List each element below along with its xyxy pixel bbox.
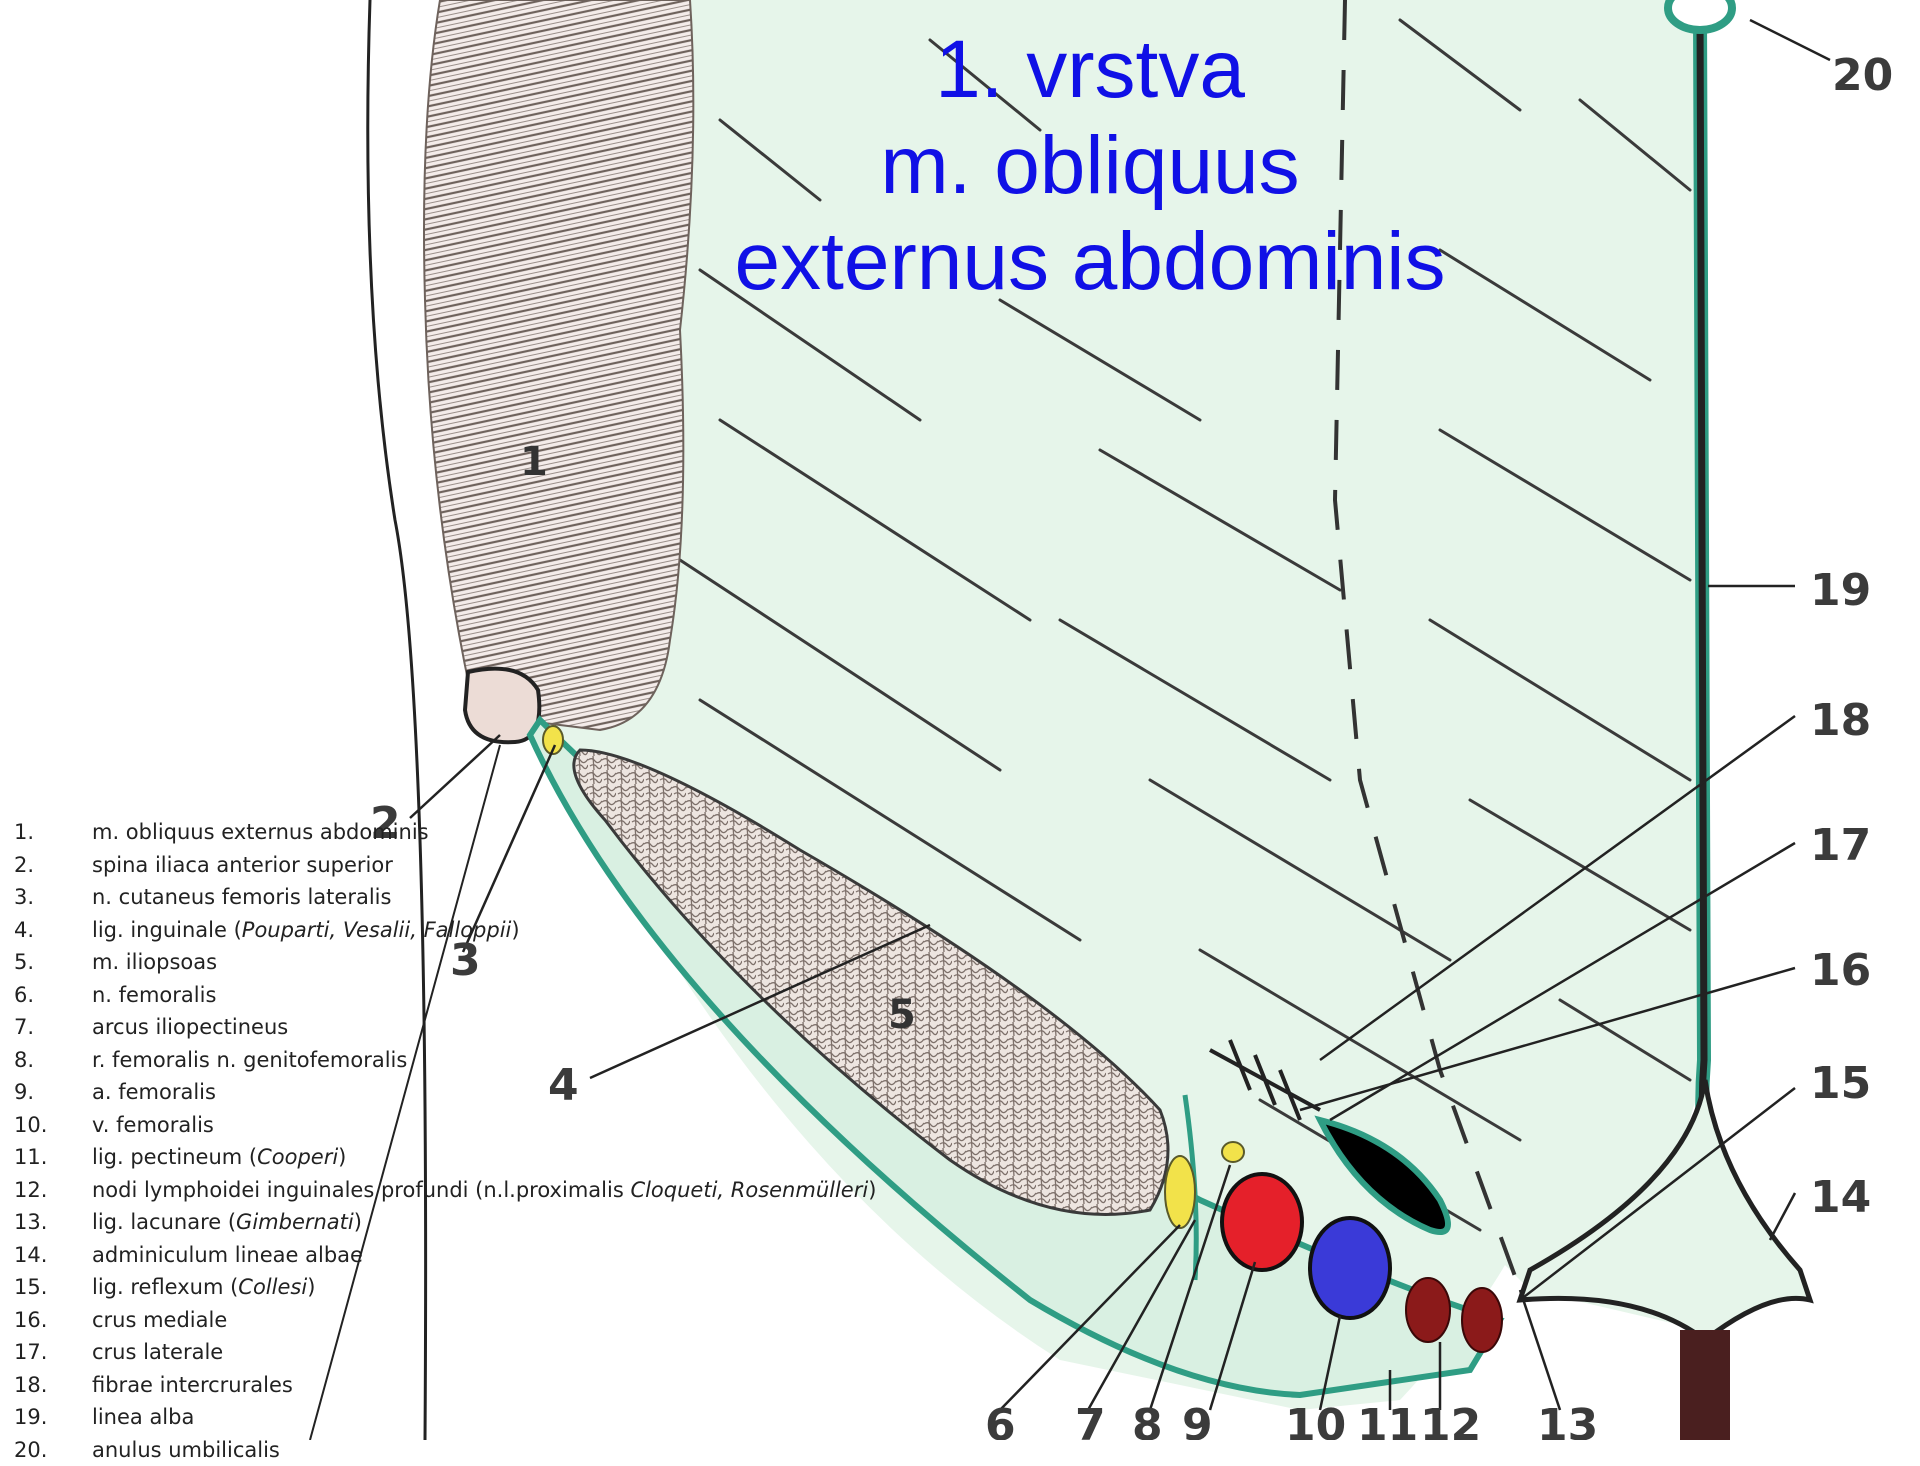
legend-item: 3.n. cutaneus femoris lateralis xyxy=(14,881,876,914)
fig-num-14: 14 xyxy=(1810,1172,1871,1223)
spina-iliaca-shape xyxy=(465,669,539,743)
legend-item: 15.lig. reflexum (Collesi) xyxy=(14,1271,876,1304)
legend-item: 18.fibrae intercrurales xyxy=(14,1369,876,1402)
fig-num-1: 1 xyxy=(520,439,548,485)
legend-item: 16.crus mediale xyxy=(14,1304,876,1337)
fig-num-6: 6 xyxy=(985,1400,1016,1440)
legend-item: 20.anulus umbilicalis xyxy=(14,1434,876,1466)
fig-num-19: 19 xyxy=(1810,565,1871,616)
anulus-umbilicalis-shape xyxy=(1668,0,1732,30)
legend-item: 2.spina iliaca anterior superior xyxy=(14,849,876,882)
legend-item: 14.adminiculum lineae albae xyxy=(14,1239,876,1272)
fig-num-18: 18 xyxy=(1810,695,1871,746)
vena-femoralis xyxy=(1310,1218,1390,1318)
fig-num-12: 12 xyxy=(1420,1400,1481,1440)
fig-num-17: 17 xyxy=(1810,820,1871,871)
arteria-femoralis xyxy=(1222,1174,1302,1270)
title-line-3: externus abdominis xyxy=(690,214,1490,310)
fig-num-13: 13 xyxy=(1537,1400,1598,1440)
legend-item: 5.m. iliopsoas xyxy=(14,946,876,979)
fig-num-16: 16 xyxy=(1810,945,1871,996)
legend-item: 9.a. femoralis xyxy=(14,1076,876,1109)
legend-item: 17.crus laterale xyxy=(14,1336,876,1369)
legend-item: 13.lig. lacunare (Gimbernati) xyxy=(14,1206,876,1239)
legend-item: 1.m. obliquus externus abdominis xyxy=(14,816,876,849)
fig-num-5: 5 xyxy=(888,992,916,1038)
fig-num-20: 20 xyxy=(1832,50,1893,101)
muscle-obliquus-externus xyxy=(424,0,693,730)
lower-stem xyxy=(1680,1330,1730,1440)
legend-item: 6.n. femoralis xyxy=(14,979,876,1012)
fig-num-15: 15 xyxy=(1810,1058,1871,1109)
lymph-node-2 xyxy=(1462,1288,1502,1352)
legend-item: 11.lig. pectineum (Cooperi) xyxy=(14,1141,876,1174)
legend-item: 7.arcus iliopectineus xyxy=(14,1011,876,1044)
fig-num-7: 7 xyxy=(1075,1400,1106,1440)
ramus-femoralis xyxy=(1222,1142,1244,1162)
fig-num-10: 10 xyxy=(1285,1400,1346,1440)
legend-item: 12.nodi lymphoidei inguinales profundi (… xyxy=(14,1174,876,1207)
legend-item: 4.lig. inguinale (Pouparti, Vesalii, Fal… xyxy=(14,914,876,947)
fig-num-8: 8 xyxy=(1132,1400,1163,1440)
legend-item: 8.r. femoralis n. genitofemoralis xyxy=(14,1044,876,1077)
title-line-1: 1. vrstva xyxy=(690,22,1490,118)
legend-item: 19.linea alba xyxy=(14,1401,876,1434)
title-line-2: m. obliquus xyxy=(690,118,1490,214)
slide-title: 1. vrstva m. obliquus externus abdominis xyxy=(690,22,1490,310)
legend-item: 10.v. femoralis xyxy=(14,1109,876,1142)
fig-num-11: 11 xyxy=(1357,1400,1418,1440)
fig-num-9: 9 xyxy=(1182,1400,1213,1440)
lymph-node-1 xyxy=(1406,1278,1450,1342)
nervus-femoralis xyxy=(1165,1156,1195,1228)
legend-list: 1.m. obliquus externus abdominis 2.spina… xyxy=(14,816,876,1466)
